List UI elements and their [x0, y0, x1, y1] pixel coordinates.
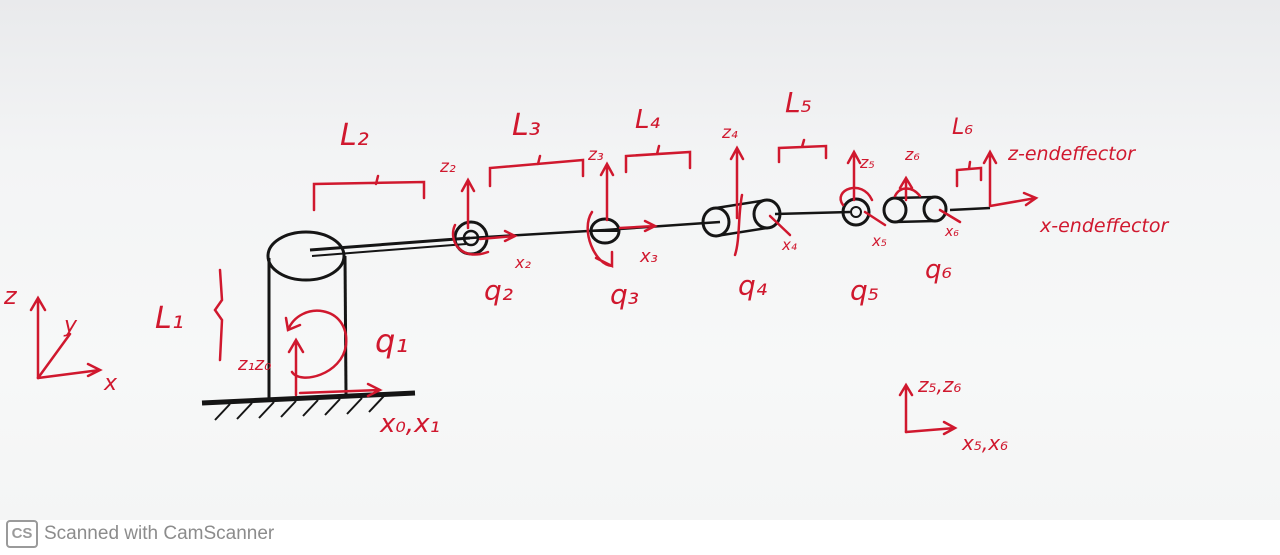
- label-x4: x₄: [781, 236, 797, 254]
- label-q6: q₆: [925, 255, 952, 285]
- world-frame: [29, 295, 103, 380]
- label-q1: q₁: [375, 322, 408, 360]
- label-z1z0: z₁z₀: [237, 354, 271, 375]
- label-x3: x₃: [639, 246, 658, 267]
- label-z-endeffector: z-endeffector: [1007, 143, 1136, 165]
- label-L2: L₂: [340, 118, 369, 153]
- label-L1: L₁: [155, 301, 184, 336]
- label-x-endeffector: x-endeffector: [1039, 215, 1170, 237]
- label-q4: q₄: [738, 269, 767, 302]
- rotation-arrows: [284, 186, 922, 379]
- label-q2: q₂: [484, 274, 513, 307]
- arm-links: [309, 206, 991, 257]
- label-z3: z₃: [587, 145, 604, 165]
- label-L5: L₅: [785, 86, 812, 119]
- scanned-paper: [0, 0, 1280, 520]
- label-x0x1: x₀,x₁: [379, 409, 440, 439]
- label-L6: L₆: [952, 115, 973, 140]
- label-z6: z₆: [904, 145, 920, 164]
- x-axes: [298, 191, 1039, 398]
- base-cylinder: [266, 230, 348, 400]
- link-brackets: [213, 138, 983, 362]
- diagram-labels: L₂ L₃ L₄ L₅ L₆ L₁ q₁ q₂ q₃ q₄ q₅ q₆ z₁z₀…: [3, 86, 1170, 455]
- legend-frame: [898, 382, 958, 436]
- label-q5: q₅: [850, 274, 879, 307]
- label-q3: q₃: [610, 278, 639, 311]
- label-x2: x₂: [514, 253, 531, 272]
- label-z4: z₄: [721, 123, 738, 143]
- ground-hatch: [201, 390, 416, 421]
- label-z5: z₅: [859, 153, 875, 172]
- label-L3: L₃: [512, 108, 541, 143]
- label-legend-z: z₅,z₆: [917, 373, 961, 397]
- joint-6: [882, 195, 948, 224]
- joint-3: [589, 217, 621, 245]
- watermark-text: Scanned with CamScanner: [44, 523, 275, 544]
- label-world-x: x: [103, 371, 118, 396]
- camscanner-watermark: CS Scanned with CamScanner: [6, 519, 274, 549]
- label-legend-x: x₅,x₆: [961, 431, 1008, 455]
- label-world-y: y: [63, 313, 78, 338]
- label-z2: z₂: [439, 157, 456, 177]
- joint-5: [841, 197, 871, 227]
- label-x5: x₅: [871, 232, 887, 250]
- z-axes: [287, 145, 998, 397]
- label-world-z: z: [3, 282, 18, 310]
- label-L4: L₄: [635, 105, 660, 135]
- label-x6: x₆: [944, 224, 959, 240]
- camscanner-logo: CS: [6, 520, 38, 548]
- robot-arm-sketch: L₂ L₃ L₄ L₅ L₆ L₁ q₁ q₂ q₃ q₄ q₅ q₆ z₁z₀…: [3, 86, 1170, 455]
